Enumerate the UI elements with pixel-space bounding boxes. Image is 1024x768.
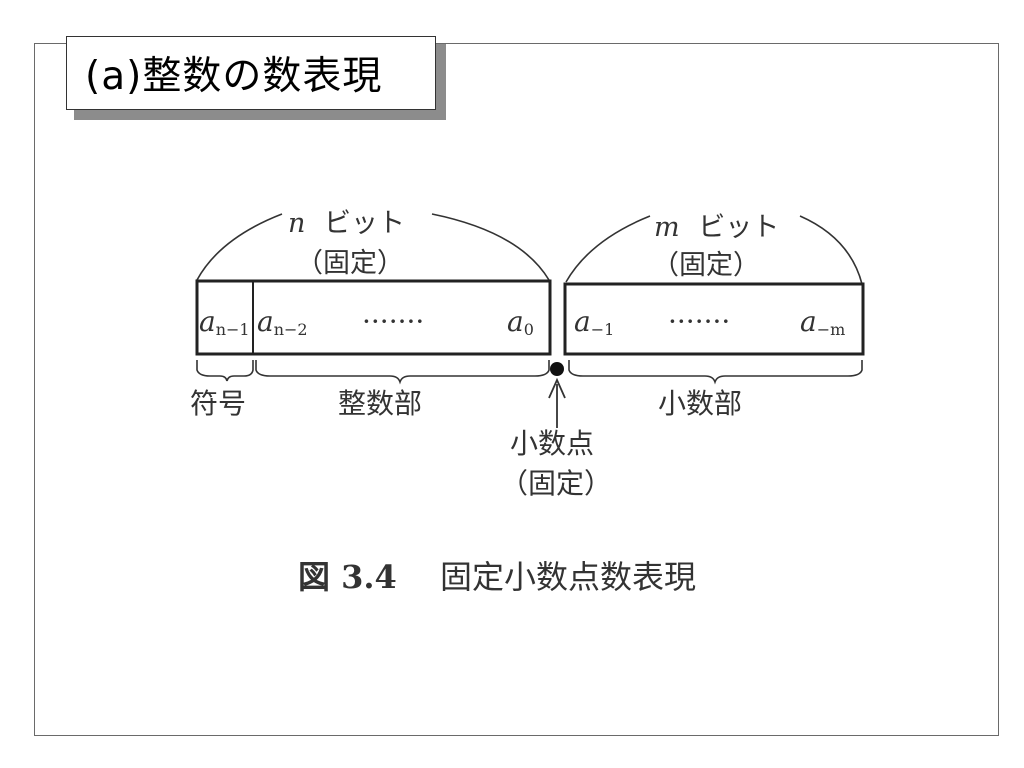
sign-bit-base: a [199,305,216,338]
integer-part-label: 整数部 [338,387,422,420]
sign-label: 符号 [190,387,246,420]
int-first-bit-base: a [257,305,274,338]
svg-text:a−1: a−1 [574,305,614,339]
svg-text:m ビット: m ビット [654,212,779,243]
int-last-bit-subscript: 0 [524,320,534,339]
int-first-bit-subscript: n−2 [274,320,308,339]
slide-frame [34,43,999,736]
sign-brace [196,360,254,382]
n-bits-arc [196,213,283,281]
frac-last-bit-base: a [800,305,817,338]
svg-text:n ビット: n ビット [288,208,405,239]
n-bits-arc-right [431,213,550,281]
integer-register [195,279,552,356]
figure-caption: 固定小数点数表現 [440,558,696,596]
frac-first-bit-subscript: −1 [591,320,615,339]
decimal-point-dot [550,362,564,376]
svg-text:an−2: an−2 [257,305,308,339]
frac-last-bit-subscript: −m [817,320,846,339]
frac-dots: ······· [668,305,730,338]
n-variable: n [288,208,305,239]
slide-title: (a)整数の数表現 [66,36,436,110]
figure-number: 図 3.4 [298,558,397,596]
fraction-part-brace [568,360,863,385]
decimal-point-label: 小数点 [510,427,594,460]
decimal-point-arrowhead [548,377,566,399]
integer-part-brace [255,360,550,385]
m-bits-arc-right [799,215,863,285]
svg-text:an−1: an−1 [199,305,250,339]
frac-first-bit-base: a [574,305,591,338]
int-dots: ······· [362,305,424,338]
m-variable: m [654,212,680,243]
m-bits-arc [565,215,651,283]
m-bits-word: ビット [698,212,779,243]
m-fixed-label: （固定） [652,250,760,281]
n-bits-word: ビット [324,208,405,239]
fraction-register [563,282,865,356]
int-last-bit-base: a [507,305,524,338]
sign-bit-subscript: n−1 [216,320,250,339]
svg-text:a0: a0 [507,305,534,339]
n-fixed-label: （固定） [296,248,404,279]
svg-text:a−m: a−m [800,305,845,339]
fraction-part-label: 小数部 [658,387,742,420]
decimal-point-fixed-label: （固定） [500,467,612,500]
